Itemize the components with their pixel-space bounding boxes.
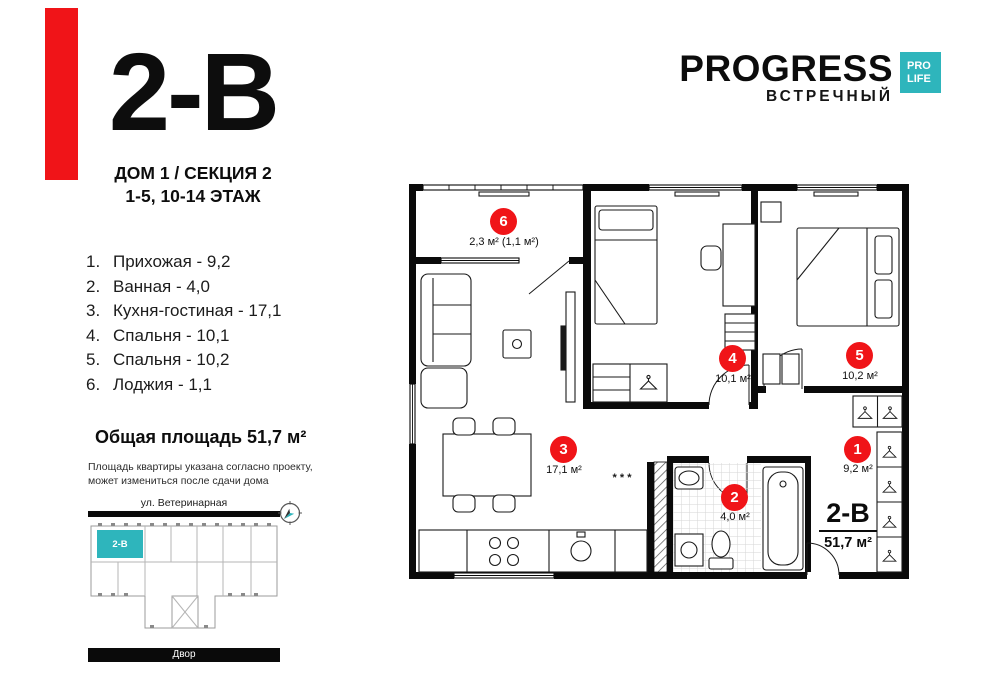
room-label: Спальня - 10,1 <box>113 325 230 345</box>
room-list-item: 2. Ванная - 4,0 <box>86 275 281 300</box>
bathtub-icon <box>762 466 804 571</box>
bookshelf-icon <box>724 313 756 351</box>
single-bed-icon <box>594 205 658 325</box>
highlighted-unit-label: 2-В <box>112 539 127 550</box>
room-list-item: 1. Прихожая - 9,2 <box>86 250 281 275</box>
walls <box>409 184 909 579</box>
apartment-code-title: 2-В <box>108 31 280 154</box>
floor-plan: * * * <box>409 184 911 581</box>
room-label: Спальня - 10,2 <box>113 350 230 369</box>
room-badge-2: 2 <box>721 484 748 511</box>
highlighted-unit <box>97 530 143 558</box>
street-name-label: ул. Ветеринарная <box>140 497 228 509</box>
vent-shaft <box>653 461 668 573</box>
accent-red-bar <box>45 8 78 180</box>
double-bed-icon <box>796 227 900 327</box>
plan-unit-code: 2-В <box>826 498 870 528</box>
room-number: 4. <box>86 325 101 345</box>
desk-icon <box>700 223 756 307</box>
room-area-2: 4,0 м² <box>720 511 750 523</box>
washing-machine-icon <box>674 533 704 567</box>
sofa-icon <box>420 273 472 409</box>
brand-badge-line2: LIFE <box>907 72 931 85</box>
plan-unit-summary: 2-В 51,7 м² <box>812 499 884 551</box>
brand-logo-text: PROGRESS <box>679 48 893 89</box>
building-section-line: ДОМ 1 / СЕКЦИЯ 2 <box>114 163 272 183</box>
room-number: 5. <box>86 350 101 369</box>
room-badge-3: 3 <box>550 436 577 463</box>
room-label: Прихожая - 9,2 <box>113 252 231 271</box>
room-label: Кухня-гостиная - 17,1 <box>113 301 282 320</box>
window-ticks <box>98 523 271 628</box>
room-list-item: 4. Спальня - 10,1 <box>86 324 281 349</box>
disclaimer-text: Площадь квартиры указана согласно проект… <box>88 461 313 487</box>
yard-label: Двор <box>172 649 196 660</box>
room-area-4: 10,1 м² <box>715 373 751 385</box>
radiator-icon <box>478 191 859 197</box>
window-mullions <box>412 185 877 576</box>
room-badge-4: 4 <box>719 345 746 372</box>
room-badge-5: 5 <box>846 342 873 369</box>
room-area-5: 10,2 м² <box>842 370 878 382</box>
coffee-table-icon <box>502 329 532 359</box>
room-badge-1: 1 <box>844 436 871 463</box>
street-bar <box>88 511 280 517</box>
total-area-label: Общая площадь 51,7 м² <box>95 427 307 447</box>
room-number: 1. <box>86 252 101 271</box>
floors-line: 1-5, 10-14 ЭТАЖ <box>125 186 261 206</box>
closet-row-icon <box>852 395 903 428</box>
room-number: 3. <box>86 301 101 320</box>
brand-badge: PRO LIFE <box>900 52 941 93</box>
room-list-item: 5. Спальня - 10,2 <box>86 348 281 373</box>
room-area-6: 2,3 м² (1,1 м²) <box>469 236 539 248</box>
dining-set-icon <box>442 417 532 513</box>
room-list-item: 6. Лоджия - 1,1 <box>86 373 281 398</box>
wardrobe-column-icon <box>876 431 903 573</box>
room-area-1: 9,2 м² <box>843 463 873 475</box>
wash-basin-icon <box>674 466 704 490</box>
room-number: 6. <box>86 374 101 394</box>
compass-icon <box>278 501 302 525</box>
wardrobe-icon <box>592 363 668 403</box>
yard-bar: Двор <box>88 648 280 662</box>
dresser-icon <box>781 353 800 385</box>
tv-stand-icon <box>560 291 576 403</box>
room-badge-6: 6 <box>490 208 517 235</box>
toilet-icon <box>708 530 734 570</box>
room-area-3: 17,1 м² <box>546 464 582 476</box>
room-list: 1. Прихожая - 9,2 2. Ванная - 4,0 3. Кухня-… <box>86 250 281 397</box>
brand-project-name: ВСТРЕЧНЫЙ <box>766 88 893 105</box>
dresser-icon <box>762 353 781 385</box>
room-number: 2. <box>86 276 101 296</box>
kitchen-counter-icon <box>418 529 648 573</box>
room-label: Ванная - 4,0 <box>113 276 210 296</box>
vent-mark: * * * <box>613 472 633 484</box>
divider <box>819 530 877 532</box>
brand-badge-line1: PRO <box>907 60 931 72</box>
floor-plan-svg: * * * <box>409 184 909 579</box>
nightstand-icon <box>760 201 782 223</box>
room-label: Лоджия - 1,1 <box>113 374 212 394</box>
plan-unit-area: 51,7 м² <box>824 535 872 551</box>
room-list-item: 3. Кухня-гостиная - 17,1 <box>86 299 281 324</box>
site-plan-svg: 2-В <box>90 523 278 629</box>
